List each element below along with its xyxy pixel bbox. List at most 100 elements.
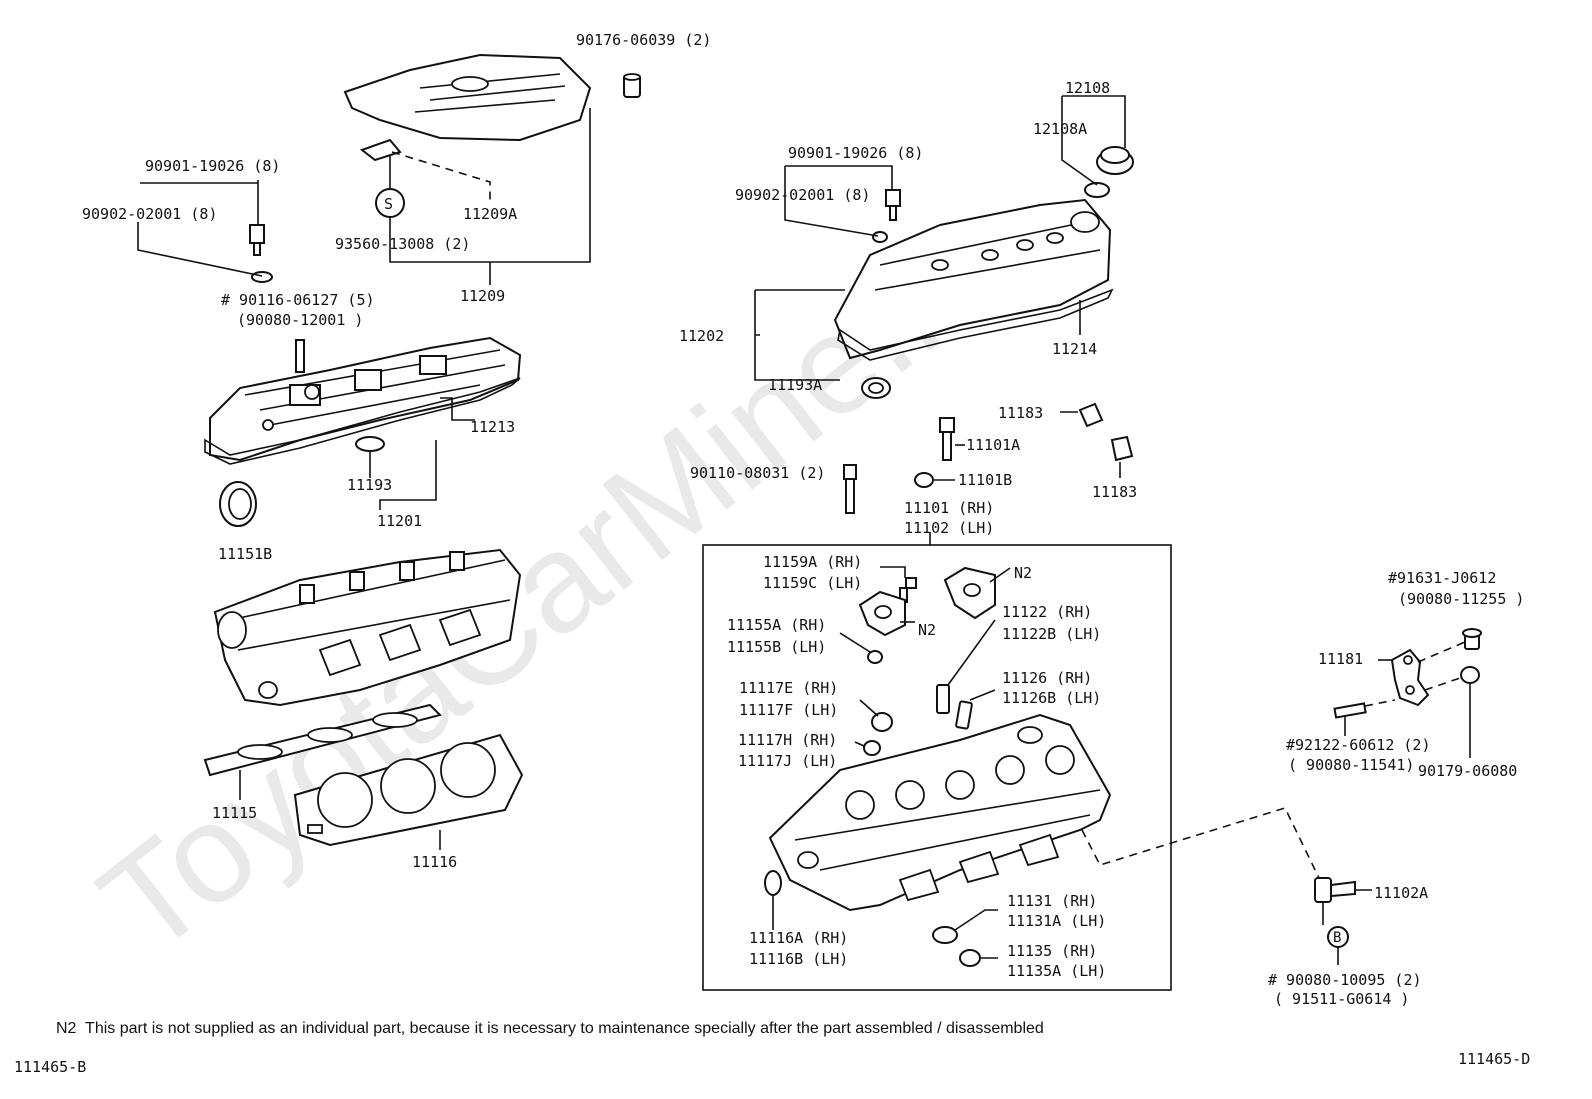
label-11126B: 11126B (LH) <box>1002 689 1101 707</box>
label-93560-13008: 93560-13008 (2) <box>335 235 470 253</box>
label-11102: 11102 (LH) <box>904 519 994 537</box>
gasket-11115 <box>203 703 442 777</box>
leader-11213 <box>440 397 475 421</box>
mark-b: B <box>1333 930 1341 946</box>
pad-11183b <box>1110 435 1134 462</box>
label-90080-10095: # 90080-10095 (2) <box>1268 971 1422 989</box>
label-92122-60612: #92122-60612 (2) <box>1286 736 1431 754</box>
cylinder-head-rh-box <box>702 544 1172 991</box>
leader-11159A <box>880 566 906 578</box>
label-11159C: 11159C (LH) <box>763 574 862 592</box>
s-marker: S <box>375 188 405 218</box>
label-90110-08031: 90110-08031 (2) <box>690 464 825 482</box>
cap-n2-a <box>858 590 906 637</box>
leader-11131 <box>954 909 998 931</box>
cap-n2-b <box>943 566 996 620</box>
label-90902-02001-right: 90902-02001 (8) <box>735 186 870 204</box>
label-11126: 11126 (RH) <box>1002 669 1092 687</box>
label-11117H: 11117H (RH) <box>738 731 837 749</box>
mark-s: S <box>384 195 393 213</box>
ref-id-left: 111465-B <box>14 1058 86 1076</box>
washer-11101B <box>914 472 934 488</box>
label-11116A: 11116A (RH) <box>749 929 848 947</box>
dashed-stud-92122 <box>1364 699 1396 707</box>
label-90901-19026-right: 90901-19026 (8) <box>788 144 923 162</box>
label-91631-J0612: #91631-J0612 <box>1388 569 1496 587</box>
bolt-90901-right <box>872 189 901 243</box>
leader-11209A <box>391 151 491 205</box>
leader-90901-left <box>140 180 259 225</box>
label-11117F: 11117F (LH) <box>739 701 838 719</box>
ring-11193 <box>355 436 385 452</box>
label-90176-06039: 90176-06039 (2) <box>576 31 711 49</box>
label-12108A: 12108A <box>1033 120 1087 138</box>
label-12108: 12108 <box>1065 79 1110 97</box>
leader-11117H <box>854 741 865 747</box>
label-90902-02001-left: 90902-02001 (8) <box>82 205 217 223</box>
stud-90116 <box>295 339 305 373</box>
leader-11155A <box>839 632 871 653</box>
label-90179-06080: 90179-06080 <box>1418 762 1517 780</box>
label-11101: 11101 (RH) <box>904 499 994 517</box>
seal-11117H <box>863 740 881 756</box>
label-11181: 11181 <box>1318 650 1363 668</box>
label-11117J: 11117J (LH) <box>738 752 837 770</box>
label-11116: 11116 <box>412 853 457 871</box>
label-11122B: 11122B (LH) <box>1002 625 1101 643</box>
stud-92122 <box>1333 702 1367 719</box>
pad-11183a <box>1078 402 1104 428</box>
seal-11151B <box>219 481 257 527</box>
nut-11155A <box>867 650 883 664</box>
dashed-connector <box>1081 807 1321 881</box>
dashed-nut-90179 <box>1424 677 1461 691</box>
label-11151B: 11151B <box>218 545 272 563</box>
label-11101B: 11101B <box>958 471 1012 489</box>
bolt-90901-left <box>249 224 273 283</box>
cushion-90176 <box>623 73 641 98</box>
label-11201: 11201 <box>377 512 422 530</box>
label-n2-top: N2 <box>1014 564 1032 582</box>
label-11202: 11202 <box>679 327 724 345</box>
label-90901-19026-left: 90901-19026 (8) <box>145 157 280 175</box>
label-11117E: 11117E (RH) <box>739 679 838 697</box>
plug-11135 <box>959 949 981 967</box>
label-11122: 11122 (RH) <box>1002 603 1092 621</box>
label-90080-11255: (90080-11255 ) <box>1398 590 1524 608</box>
seal-11193A <box>861 377 891 399</box>
gasket-11213 <box>204 377 521 465</box>
bolt-90110 <box>843 464 857 514</box>
leader-11201 <box>369 440 437 510</box>
head-gasket-11116 <box>293 733 524 847</box>
label-90080-11541: ( 90080-11541) <box>1288 756 1414 774</box>
label-91511-G0614: ( 91511-G0614 ) <box>1274 990 1409 1008</box>
leader-11117E <box>859 699 879 717</box>
leader-11202 <box>754 289 845 381</box>
leader-n2-b <box>989 567 1011 583</box>
label-11102A: 11102A <box>1374 884 1428 902</box>
cylinder-head-lh <box>213 548 522 707</box>
label-11115: 11115 <box>212 804 257 822</box>
label-90116-06127: # 90116-06127 (5) <box>221 291 375 309</box>
footnote-n2: N2 This part is not supplied as an indiv… <box>56 1020 1044 1037</box>
label-11155A: 11155A (RH) <box>727 616 826 634</box>
label-90080-12001: (90080-12001 ) <box>237 311 363 329</box>
cylinder-head-rh <box>768 713 1112 912</box>
ref-id-right: 111465-D <box>1458 1050 1530 1068</box>
plug-11116A <box>764 870 782 896</box>
leader-90902-left <box>137 222 263 277</box>
guide-11117E <box>871 712 893 732</box>
label-11214: 11214 <box>1052 340 1097 358</box>
bolt-11101A <box>939 417 955 461</box>
nut-90179 <box>1460 666 1480 684</box>
label-11209: 11209 <box>460 287 505 305</box>
label-11155B: 11155B (LH) <box>727 638 826 656</box>
label-11131A: 11131A (LH) <box>1007 912 1106 930</box>
label-11159A: 11159A (RH) <box>763 553 862 571</box>
cover-bracket <box>359 138 402 162</box>
leader-11209 <box>389 108 591 285</box>
valve-cover-rh <box>833 198 1112 360</box>
label-11131: 11131 (RH) <box>1007 892 1097 910</box>
bracket-11181 <box>1390 648 1430 707</box>
engine-cover <box>343 53 592 142</box>
